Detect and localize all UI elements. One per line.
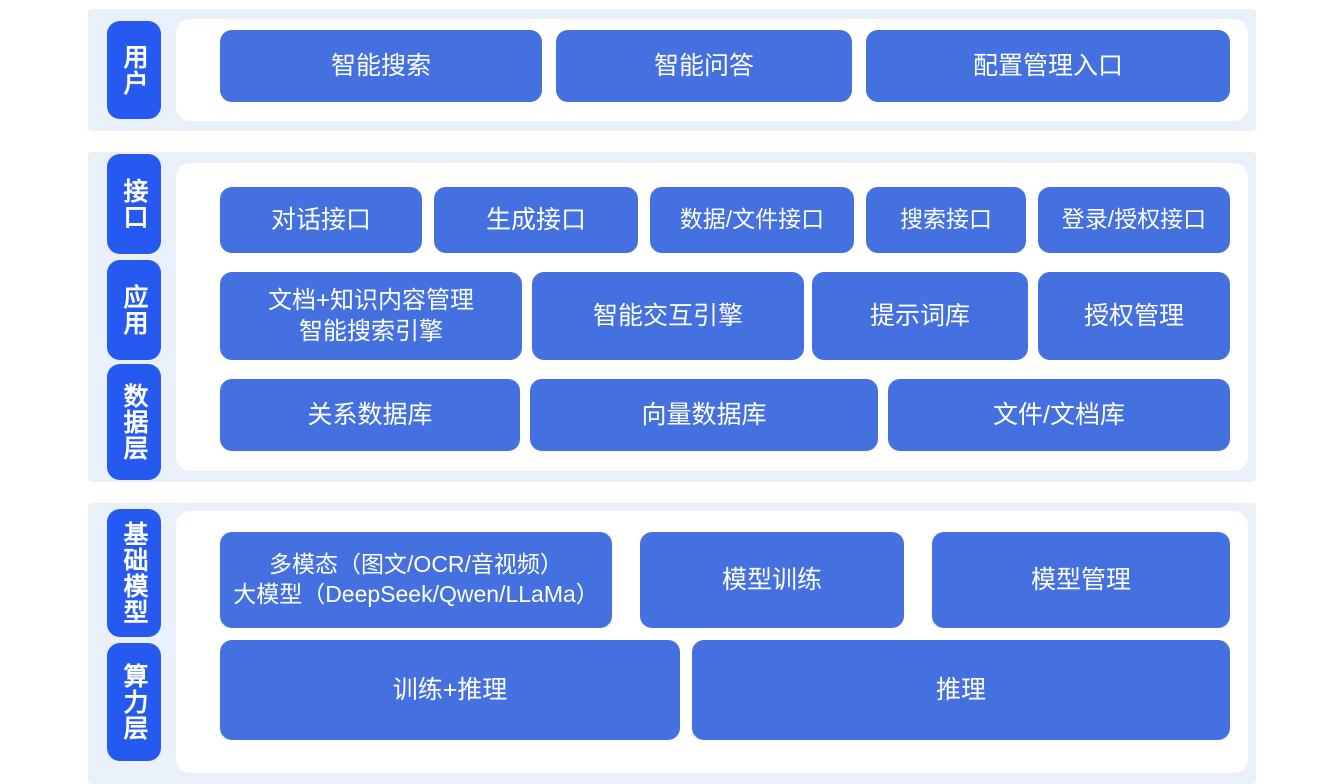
- layer-tab-compute-label: 算力层: [120, 663, 148, 741]
- box-authorization-management[interactable]: 授权管理: [1038, 272, 1230, 360]
- layer-tab-user-label: 用户: [120, 44, 148, 96]
- box-intelligent-search[interactable]: 智能搜索: [220, 30, 542, 102]
- box-dialog-api[interactable]: 对话接口: [220, 187, 422, 253]
- box-data-file-api[interactable]: 数据/文件接口: [650, 187, 854, 253]
- layer-tab-user[interactable]: 用户: [107, 21, 161, 119]
- layer-tab-data[interactable]: 数据层: [107, 364, 161, 480]
- layer-tab-foundation-model[interactable]: 基础模型: [107, 509, 161, 637]
- box-training-inference[interactable]: 训练+推理: [220, 640, 680, 740]
- box-prompt-library[interactable]: 提示词库: [812, 272, 1028, 360]
- box-multimodal-foundation-model[interactable]: 多模态（图文/OCR/音视频） 大模型（DeepSeek/Qwen/LLaMa）: [220, 532, 612, 628]
- box-file-document-store[interactable]: 文件/文档库: [888, 379, 1230, 451]
- box-interaction-engine[interactable]: 智能交互引擎: [532, 272, 804, 360]
- box-search-api[interactable]: 搜索接口: [866, 187, 1026, 253]
- box-model-management[interactable]: 模型管理: [932, 532, 1230, 628]
- box-config-management-entry[interactable]: 配置管理入口: [866, 30, 1230, 102]
- box-doc-knowledge-management[interactable]: 文档+知识内容管理 智能搜索引擎: [220, 272, 522, 360]
- layer-tab-application[interactable]: 应用: [107, 260, 161, 360]
- box-login-auth-api[interactable]: 登录/授权接口: [1038, 187, 1230, 253]
- box-vector-database[interactable]: 向量数据库: [530, 379, 878, 451]
- box-generation-api[interactable]: 生成接口: [434, 187, 638, 253]
- layer-tab-data-label: 数据层: [120, 383, 148, 461]
- box-model-training[interactable]: 模型训练: [640, 532, 904, 628]
- layer-tab-foundation-model-label: 基础模型: [120, 521, 148, 625]
- layer-tab-application-label: 应用: [120, 284, 148, 336]
- layer-tab-compute[interactable]: 算力层: [107, 643, 161, 761]
- box-relational-database[interactable]: 关系数据库: [220, 379, 520, 451]
- layer-tab-interface-label: 接口: [120, 178, 148, 230]
- box-intelligent-qa[interactable]: 智能问答: [556, 30, 852, 102]
- layer-tab-interface[interactable]: 接口: [107, 154, 161, 254]
- box-inference[interactable]: 推理: [692, 640, 1230, 740]
